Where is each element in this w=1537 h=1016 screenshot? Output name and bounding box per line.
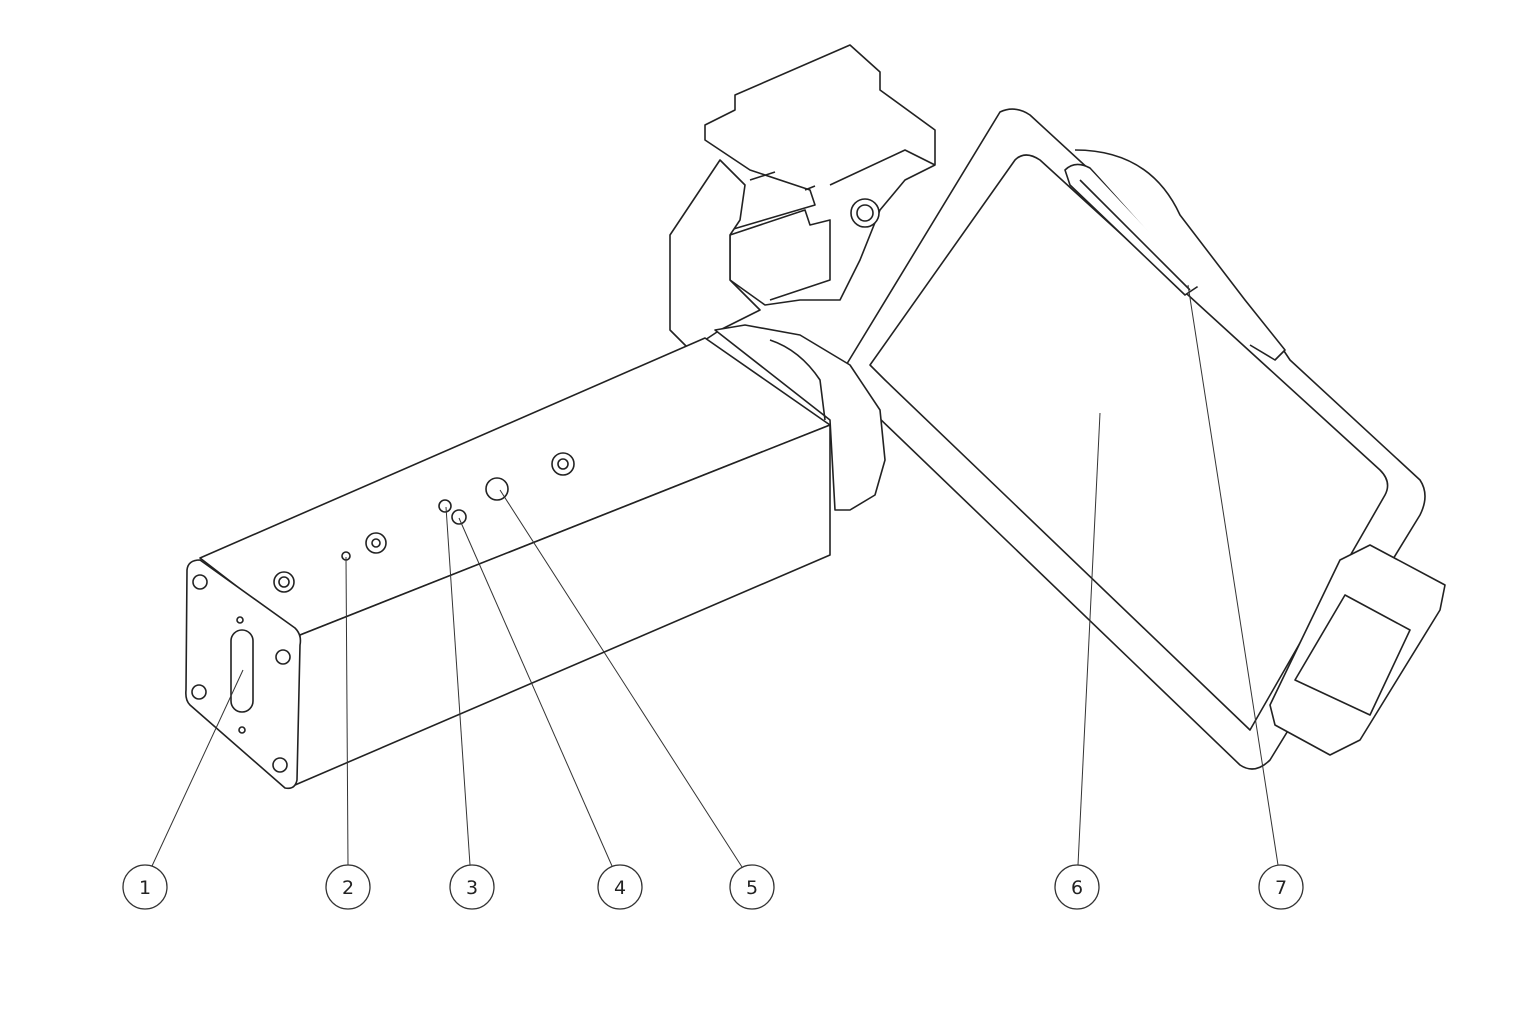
svg-text:5: 5 [746, 877, 758, 899]
svg-text:2: 2 [342, 877, 354, 899]
display-screen [869, 154, 1389, 731]
svg-text:7: 7 [1275, 877, 1287, 899]
port-a [438, 499, 452, 513]
svg-text:1: 1 [139, 877, 151, 899]
side-slot [1064, 163, 1201, 296]
gimbal-bracket [669, 44, 936, 351]
port-b [451, 509, 467, 525]
large-port [485, 477, 509, 501]
display-panel [843, 108, 1446, 770]
callout-7: 7 [1258, 864, 1304, 910]
main-body [185, 337, 831, 790]
callout-5: 5 [729, 864, 775, 910]
yoke-ring [714, 324, 886, 511]
callout-2: 2 [325, 864, 371, 910]
svg-text:6: 6 [1071, 877, 1083, 899]
svg-text:3: 3 [466, 877, 478, 899]
callout-6: 6 [1054, 864, 1100, 910]
svg-text:4: 4 [614, 877, 626, 899]
callout-4: 4 [597, 864, 643, 910]
callout-1: 1 [122, 864, 168, 910]
callout-3: 3 [449, 864, 495, 910]
leader-lines [151, 284, 1279, 868]
